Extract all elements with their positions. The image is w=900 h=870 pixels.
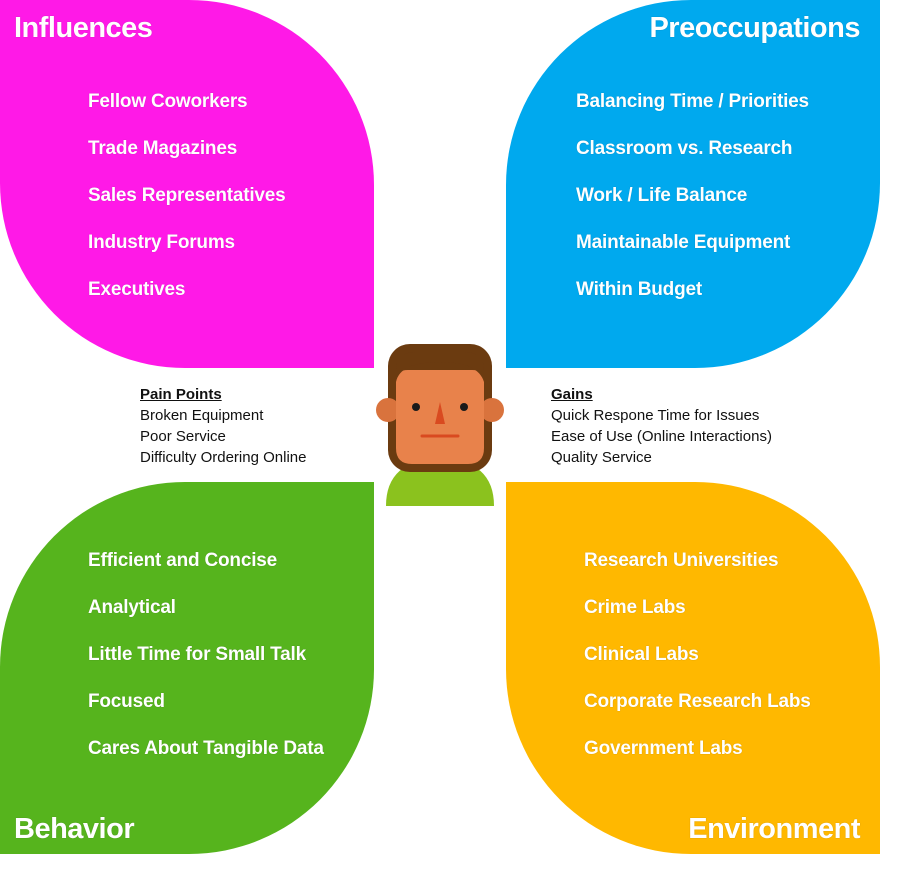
- influences-item: Executives: [88, 279, 186, 300]
- gains-heading: Gains: [551, 386, 593, 403]
- behavior-quadrant: Efficient and Concise Analytical Little …: [0, 482, 374, 854]
- persona-avatar-icon: [376, 344, 504, 506]
- pain-point-item: Poor Service: [140, 428, 226, 445]
- preoccupations-item: Work / Life Balance: [576, 185, 748, 206]
- behavior-list: Efficient and Concise Analytical Little …: [88, 550, 324, 785]
- influences-quadrant: Influences Fellow Coworkers Trade Magazi…: [0, 0, 374, 368]
- preoccupations-title: Preoccupations: [649, 12, 860, 44]
- influences-item: Fellow Coworkers: [88, 91, 248, 112]
- influences-item: Sales Representatives: [88, 185, 286, 206]
- preoccupations-item: Classroom vs. Research: [576, 138, 793, 159]
- environment-title: Environment: [688, 813, 860, 845]
- behavior-item: Efficient and Concise: [88, 550, 278, 571]
- behavior-item: Little Time for Small Talk: [88, 644, 306, 665]
- preoccupations-list: Balancing Time / Priorities Classroom vs…: [576, 91, 809, 326]
- influences-list: Fellow Coworkers Trade Magazines Sales R…: [88, 91, 286, 326]
- pain-points-block: Pain Points Broken Equipment Poor Servic…: [140, 384, 306, 468]
- persona-nose: [435, 402, 445, 424]
- gains-list: Quick Respone Time for Issues Ease of Us…: [551, 405, 772, 468]
- persona-right-eye: [460, 403, 468, 411]
- persona-left-eye: [412, 403, 420, 411]
- preoccupations-item: Maintainable Equipment: [576, 232, 791, 253]
- gains-block: Gains Quick Respone Time for Issues Ease…: [551, 384, 772, 468]
- gain-item: Ease of Use (Online Interactions): [551, 428, 772, 445]
- behavior-item: Analytical: [88, 597, 176, 618]
- behavior-item: Focused: [88, 691, 165, 712]
- environment-list: Research Universities Crime Labs Clinica…: [584, 550, 811, 785]
- influences-item: Trade Magazines: [88, 138, 238, 159]
- environment-quadrant: Research Universities Crime Labs Clinica…: [506, 482, 880, 854]
- persona-right-ear: [480, 398, 504, 422]
- gain-item: Quick Respone Time for Issues: [551, 407, 760, 424]
- persona-left-ear: [376, 398, 400, 422]
- behavior-title: Behavior: [14, 813, 135, 845]
- influences-title: Influences: [14, 12, 153, 44]
- environment-item: Crime Labs: [584, 597, 686, 618]
- pain-points-heading: Pain Points: [140, 386, 222, 403]
- persona-bangs: [396, 352, 484, 382]
- preoccupations-item: Balancing Time / Priorities: [576, 91, 809, 112]
- preoccupations-quadrant: Preoccupations Balancing Time / Prioriti…: [506, 0, 880, 368]
- pain-point-item: Difficulty Ordering Online: [140, 449, 307, 466]
- pain-point-item: Broken Equipment: [140, 407, 264, 424]
- preoccupations-item: Within Budget: [576, 279, 702, 300]
- behavior-item: Cares About Tangible Data: [88, 738, 324, 759]
- environment-item: Corporate Research Labs: [584, 691, 811, 712]
- environment-item: Research Universities: [584, 550, 779, 571]
- gain-item: Quality Service: [551, 449, 652, 466]
- environment-item: Government Labs: [584, 738, 743, 759]
- influences-item: Industry Forums: [88, 232, 235, 253]
- environment-item: Clinical Labs: [584, 644, 699, 665]
- pain-points-list: Broken Equipment Poor Service Difficulty…: [140, 405, 306, 468]
